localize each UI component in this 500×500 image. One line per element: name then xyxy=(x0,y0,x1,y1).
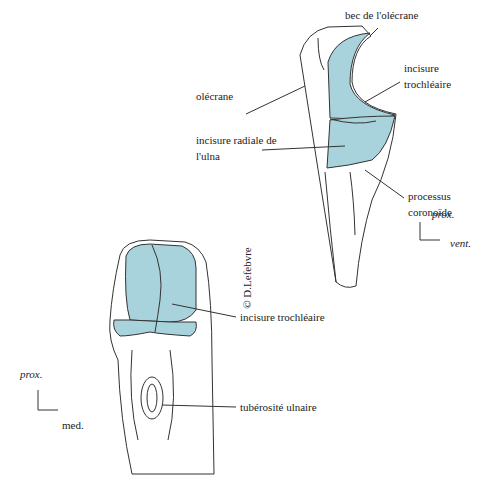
olecranon-edge xyxy=(318,38,324,70)
part-label: bec de l'olécrane xyxy=(345,7,418,23)
coronoid-band xyxy=(114,320,197,336)
part-label: olécrane xyxy=(196,88,233,104)
copyright-watermark: © D.Lefebvre xyxy=(239,247,255,309)
leader-line xyxy=(365,170,404,198)
notch-ridge xyxy=(152,245,161,332)
orientation-axis xyxy=(420,222,440,240)
orientation-label: prox. xyxy=(20,366,43,382)
orientation-label: med. xyxy=(62,417,84,433)
notch-ridge xyxy=(330,119,376,123)
orientation-label: prox. xyxy=(432,206,455,222)
leader-line xyxy=(172,304,236,317)
ulnar-tuberosity-inner xyxy=(147,384,157,412)
radial-notch xyxy=(327,116,395,168)
trochlear-notch-lateral xyxy=(328,33,395,121)
bone-ridge xyxy=(350,172,355,235)
part-label: incisure radiale de l'ulna xyxy=(196,132,280,164)
part-label: tubérosité ulnaire xyxy=(240,399,317,415)
orientation-label: vent. xyxy=(450,235,471,251)
leader-line xyxy=(246,86,305,114)
leader-line xyxy=(365,82,400,102)
part-label: incisure trochléaire xyxy=(404,60,468,92)
leader-line xyxy=(162,405,236,407)
ulna-outline-lateral xyxy=(300,26,396,287)
ulnar-tuberosity xyxy=(141,377,163,419)
ulna-outline-anterior xyxy=(110,240,214,474)
leader-line xyxy=(370,28,378,36)
orientation-axis xyxy=(38,390,58,410)
leader-line xyxy=(262,146,345,150)
part-label: incisure trochléaire xyxy=(240,309,325,325)
tuberosity-field xyxy=(131,350,174,440)
bone-ridge xyxy=(325,172,336,282)
